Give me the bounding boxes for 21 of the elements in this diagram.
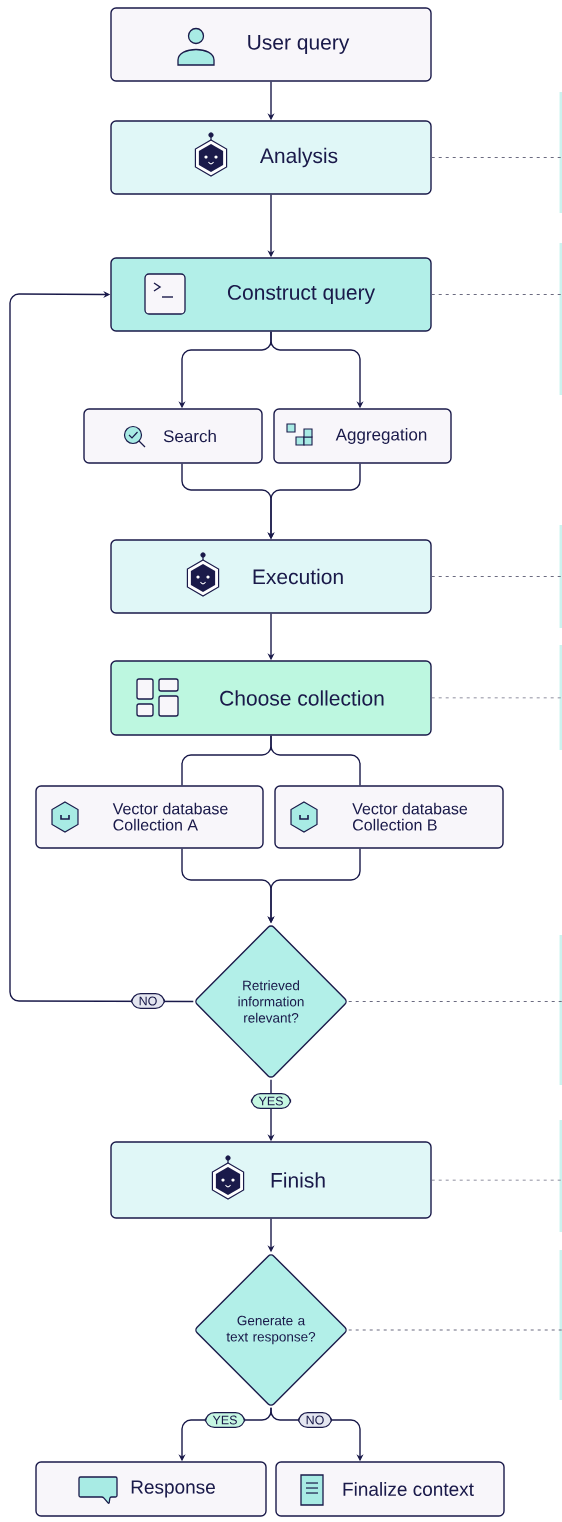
- process-box: Choose collection: [110, 660, 432, 736]
- connector: [270, 735, 361, 786]
- process-box: User query: [110, 7, 432, 82]
- process-box: Vector database Collection B: [274, 785, 504, 849]
- leader-line: [431, 575, 562, 578]
- process-box: Finish: [110, 1141, 432, 1219]
- leader-line: [348, 1000, 562, 1003]
- arrow: [9, 290, 194, 1003]
- process-box: Construct query: [110, 257, 432, 332]
- process-box: Response: [35, 1461, 267, 1517]
- process-box: Aggregation: [273, 408, 452, 464]
- process-box: Vector database Collection A: [35, 785, 264, 849]
- leader-line: [431, 156, 562, 159]
- process-box: Search: [83, 408, 263, 464]
- leader-line: [431, 697, 562, 699]
- process-box: Finalize context: [275, 1461, 505, 1517]
- leader-line: [431, 293, 562, 296]
- leader-line: [348, 1329, 562, 1331]
- process-box: Execution: [110, 539, 432, 614]
- process-box: Analysis: [110, 120, 432, 195]
- leader-line: [431, 1179, 562, 1181]
